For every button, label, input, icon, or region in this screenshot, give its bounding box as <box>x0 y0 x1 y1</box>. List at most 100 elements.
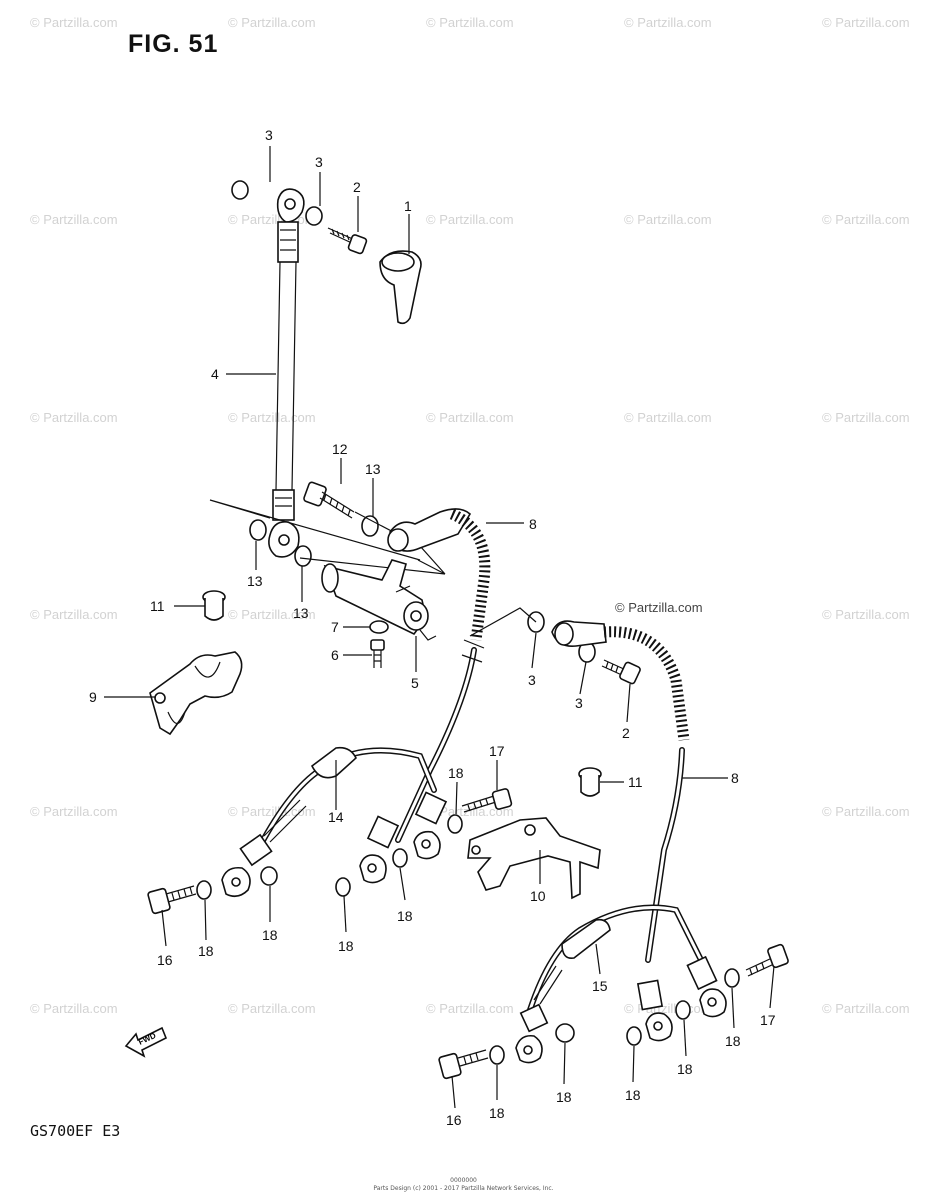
part-16-bolt-right <box>438 1049 489 1080</box>
part-15-crossover-hose-right <box>527 904 703 1013</box>
watermark-text: © Partzilla.com <box>822 410 910 425</box>
part-14-crossover-hose-left <box>257 746 437 849</box>
part-8-brake-hose-right <box>551 620 690 963</box>
callout: 4 <box>211 366 219 382</box>
watermark-text: © Partzilla.com <box>228 1001 316 1016</box>
callout: 1 <box>404 198 412 214</box>
callout: 10 <box>530 888 546 904</box>
watermark-text: © Partzilla.com <box>624 15 712 30</box>
watermark-text: © Partzilla.com <box>228 804 316 819</box>
washer-18-c <box>335 877 351 897</box>
washer-18-j <box>489 1045 505 1065</box>
reference-line-right <box>469 607 537 637</box>
callout: 6 <box>331 647 339 663</box>
callout: 3 <box>315 154 323 170</box>
hose-end-banjo-right-b <box>636 979 673 1042</box>
callout: 18 <box>625 1087 641 1103</box>
callout: 13 <box>293 605 309 621</box>
part-9-clamp <box>149 651 243 736</box>
watermark-text: © Partzilla.com <box>624 1001 712 1016</box>
watermark-text: © Partzilla.com <box>822 804 910 819</box>
washer-18-b <box>392 848 408 868</box>
callout: 18 <box>262 927 278 943</box>
part-16-bolt-left <box>147 885 197 915</box>
callout: 3 <box>265 127 273 143</box>
callout: 8 <box>731 770 739 786</box>
hose-end-banjo-left-c <box>413 791 448 860</box>
watermark-text: © Partzilla.com <box>30 410 118 425</box>
part-7-washer <box>369 620 389 634</box>
callout: 18 <box>198 943 214 959</box>
watermark-text: © Partzilla.com <box>30 607 118 622</box>
watermark-text: © Partzilla.com <box>822 1001 910 1016</box>
part-12-bolt <box>303 481 355 519</box>
callout: 18 <box>338 938 354 954</box>
washer-3-upper-left <box>231 180 249 200</box>
washer-13-b <box>249 519 267 541</box>
watermark-plain: © Partzilla.com <box>615 600 703 615</box>
watermark-text: © Partzilla.com <box>426 410 514 425</box>
callout: 3 <box>575 695 583 711</box>
washer-18-i <box>555 1023 575 1043</box>
callout: 13 <box>365 461 381 477</box>
washer-18-d <box>260 866 278 886</box>
leader-lines <box>104 146 775 1109</box>
washer-18-g <box>675 1000 691 1020</box>
part-17-bolt-left <box>461 788 513 813</box>
watermark-text: © Partzilla.com <box>624 212 712 227</box>
callout: 18 <box>725 1033 741 1049</box>
footer-code: 0000000 <box>450 1177 477 1184</box>
washer-3-upper-right <box>305 206 323 226</box>
watermark-text: © Partzilla.com <box>822 607 910 622</box>
callout: 18 <box>677 1061 693 1077</box>
part-8-brake-hose-left <box>387 508 491 843</box>
hose-end-banjo-right-c <box>686 955 727 1018</box>
callout: 2 <box>622 725 630 741</box>
watermark-text: © Partzilla.com <box>426 1001 514 1016</box>
watermark-text: © Partzilla.com <box>30 804 118 819</box>
callout: 11 <box>628 774 643 790</box>
model-label: GS700EF E3 <box>30 1122 121 1140</box>
part-1-cap <box>379 250 422 325</box>
washer-18-h <box>626 1026 642 1046</box>
hose-end-banjo-left-b <box>359 815 400 884</box>
part-6-bolt-small <box>370 639 385 668</box>
callout: 18 <box>489 1105 505 1121</box>
watermark-text: © Partzilla.com <box>822 212 910 227</box>
watermark-text: © Partzilla.com <box>822 15 910 30</box>
hose-end-banjo-right-a <box>515 1003 549 1064</box>
callout: 3 <box>528 672 536 688</box>
callout: 13 <box>247 573 263 589</box>
watermark-text: © Partzilla.com <box>228 607 316 622</box>
watermark-text: © Partzilla.com <box>30 15 118 30</box>
hose-end-banjo-left-a <box>221 833 273 898</box>
watermark-text: © Partzilla.com <box>426 15 514 30</box>
callout: 14 <box>328 809 344 825</box>
watermark-text: © Partzilla.com <box>30 212 118 227</box>
callout-numbers: 1 2 3 3 4 12 13 8 13 13 11 7 6 5 3 3 2 9… <box>89 127 776 1128</box>
footer-copyright: Parts Design (c) 2001 - 2017 Partzilla N… <box>373 1185 554 1192</box>
washer-18-f <box>724 968 740 988</box>
callout: 18 <box>556 1089 572 1105</box>
part-11-grommet-right <box>578 767 602 797</box>
watermark-text: © Partzilla.com <box>426 804 514 819</box>
fig-title: FIG. 51 <box>128 30 219 58</box>
watermark-text: © Partzilla.com <box>624 410 712 425</box>
fwd-arrow-icon: FWD <box>124 1026 168 1058</box>
callout: 12 <box>332 441 348 457</box>
callout: 18 <box>448 765 464 781</box>
watermark-text: © Partzilla.com <box>228 15 316 30</box>
callout: 11 <box>150 598 165 614</box>
reference-lines-joint <box>209 499 446 575</box>
callout: 17 <box>760 1012 776 1028</box>
part-17-bolt-right <box>745 943 789 977</box>
washer-13-c <box>294 545 312 567</box>
part-2-union-bolt-right <box>601 659 641 685</box>
part-4-brake-hose-upper <box>268 188 305 558</box>
callout: 15 <box>592 978 608 994</box>
callout: 5 <box>411 675 419 691</box>
callout: 7 <box>331 619 339 635</box>
callout: 17 <box>489 743 505 759</box>
part-11-grommet-upper <box>202 590 226 621</box>
